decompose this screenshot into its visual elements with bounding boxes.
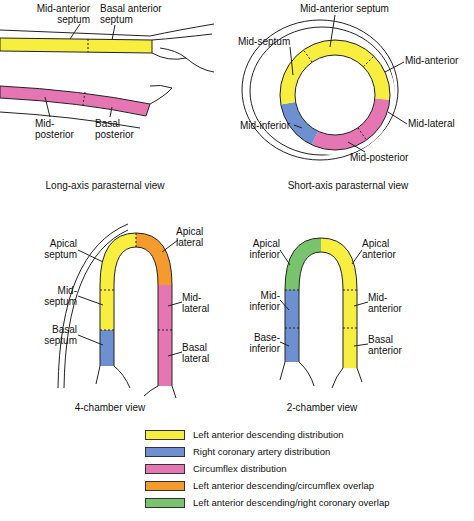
segment-divider — [363, 56, 374, 67]
wall-outline — [0, 24, 214, 36]
rca-segment — [100, 330, 114, 366]
view-caption: Long-axis parasternal view — [30, 180, 180, 191]
leader-line — [45, 97, 50, 117]
rca-segment — [288, 103, 315, 138]
segment-label: Basal anterior — [368, 334, 414, 356]
circumflex-segment — [158, 285, 172, 386]
valve-leaflet — [150, 85, 172, 104]
segment-label: Apical septum — [35, 238, 77, 260]
rca-segment — [285, 290, 299, 362]
segment-label: Basal septum — [35, 324, 77, 346]
leader-line — [70, 24, 80, 39]
leader-line — [78, 296, 103, 305]
segment-divider — [100, 233, 172, 330]
segment-label: Mid-lateral — [182, 292, 220, 314]
leader-line — [110, 107, 112, 117]
segment-label: Apical anterior — [362, 238, 408, 260]
legend-swatch — [145, 430, 185, 440]
lv-outline — [114, 247, 158, 386]
mask — [275, 35, 395, 155]
segment-label: Mid-anterior — [368, 292, 414, 314]
lad-segment — [321, 245, 350, 368]
two-chamber-view — [280, 238, 368, 388]
lv-outline — [100, 233, 172, 386]
segment-label: Basal posterior — [95, 118, 143, 140]
valve-leaflet — [96, 366, 176, 398]
aortic-root — [152, 34, 212, 40]
segment-divider — [88, 39, 89, 52]
segment-label: Mid-anterior — [405, 55, 458, 66]
posterior-segment — [0, 86, 150, 116]
leader-line — [385, 62, 404, 72]
legend-swatch — [145, 447, 185, 457]
legend-text: Left anterior descending/circumflex over… — [193, 480, 374, 491]
lv-outline — [295, 55, 375, 135]
segment-divider — [358, 128, 367, 140]
legend-text: Right coronary artery distribution — [193, 446, 330, 457]
leader-line — [290, 47, 293, 75]
leader-line — [280, 300, 289, 310]
septum-segment — [0, 38, 152, 53]
leader-line — [78, 250, 103, 262]
segment-label: Mid-septum — [35, 285, 77, 307]
valve-leaflet — [152, 48, 186, 59]
segment-label: Apical inferior — [238, 238, 280, 260]
lv-outline — [285, 238, 357, 368]
segment-label: Mid-septum — [238, 36, 290, 47]
leader-line — [388, 112, 407, 124]
segment-divider — [83, 92, 85, 105]
overlap-segment — [292, 245, 321, 290]
view-caption: 4-chamber view — [50, 402, 170, 413]
long-axis-view — [0, 24, 214, 128]
lad-segment — [287, 47, 382, 103]
segment-label: Mid-lateral — [408, 118, 455, 129]
legend-swatch — [145, 498, 185, 508]
leader-line — [168, 352, 182, 356]
segment-label: Basal anterior septum — [100, 3, 172, 25]
valve-leaflet — [280, 362, 362, 388]
segment-label: Mid-posterior — [350, 152, 408, 163]
leader-line — [168, 302, 182, 306]
legend-swatch — [145, 464, 185, 474]
segment-divider — [304, 50, 313, 62]
leader-line — [112, 25, 115, 40]
aortic-root — [186, 58, 214, 72]
lv-outline — [280, 40, 390, 150]
view-caption: Short-axis parasternal view — [268, 180, 428, 191]
leader-line — [348, 142, 365, 152]
leader-line — [280, 250, 290, 265]
segment-label: Mid-inferior — [240, 120, 290, 131]
overlap-segment — [136, 240, 165, 285]
segment-label: Mid-posterior — [35, 118, 80, 140]
leader-line — [162, 240, 178, 252]
segment-label: Mid-inferior — [238, 290, 280, 312]
leader-line — [294, 125, 302, 128]
leader-line — [354, 344, 368, 346]
legend-text: Left anterior descending/right coronary … — [193, 497, 389, 508]
segment-divider — [285, 290, 357, 328]
segment-label: Base-inferior — [238, 332, 280, 354]
segment-label: Mid-anterior septum — [300, 3, 389, 14]
legend-swatch — [145, 481, 185, 491]
leader-line — [354, 302, 368, 306]
segment-label: Basal lateral — [182, 342, 220, 364]
legend-text: Circumflex distribution — [193, 463, 286, 474]
leader-line — [330, 15, 335, 47]
leader-line — [78, 335, 103, 345]
segment-label: Mid-anterior septum — [28, 3, 90, 25]
lv-outline — [299, 252, 343, 368]
view-caption: 2-chamber view — [262, 402, 382, 413]
leader-line — [352, 250, 362, 264]
legend-text: Left anterior descending distribution — [193, 429, 344, 440]
leader-line — [280, 342, 289, 346]
segment-label: Apical lateral — [176, 226, 216, 248]
